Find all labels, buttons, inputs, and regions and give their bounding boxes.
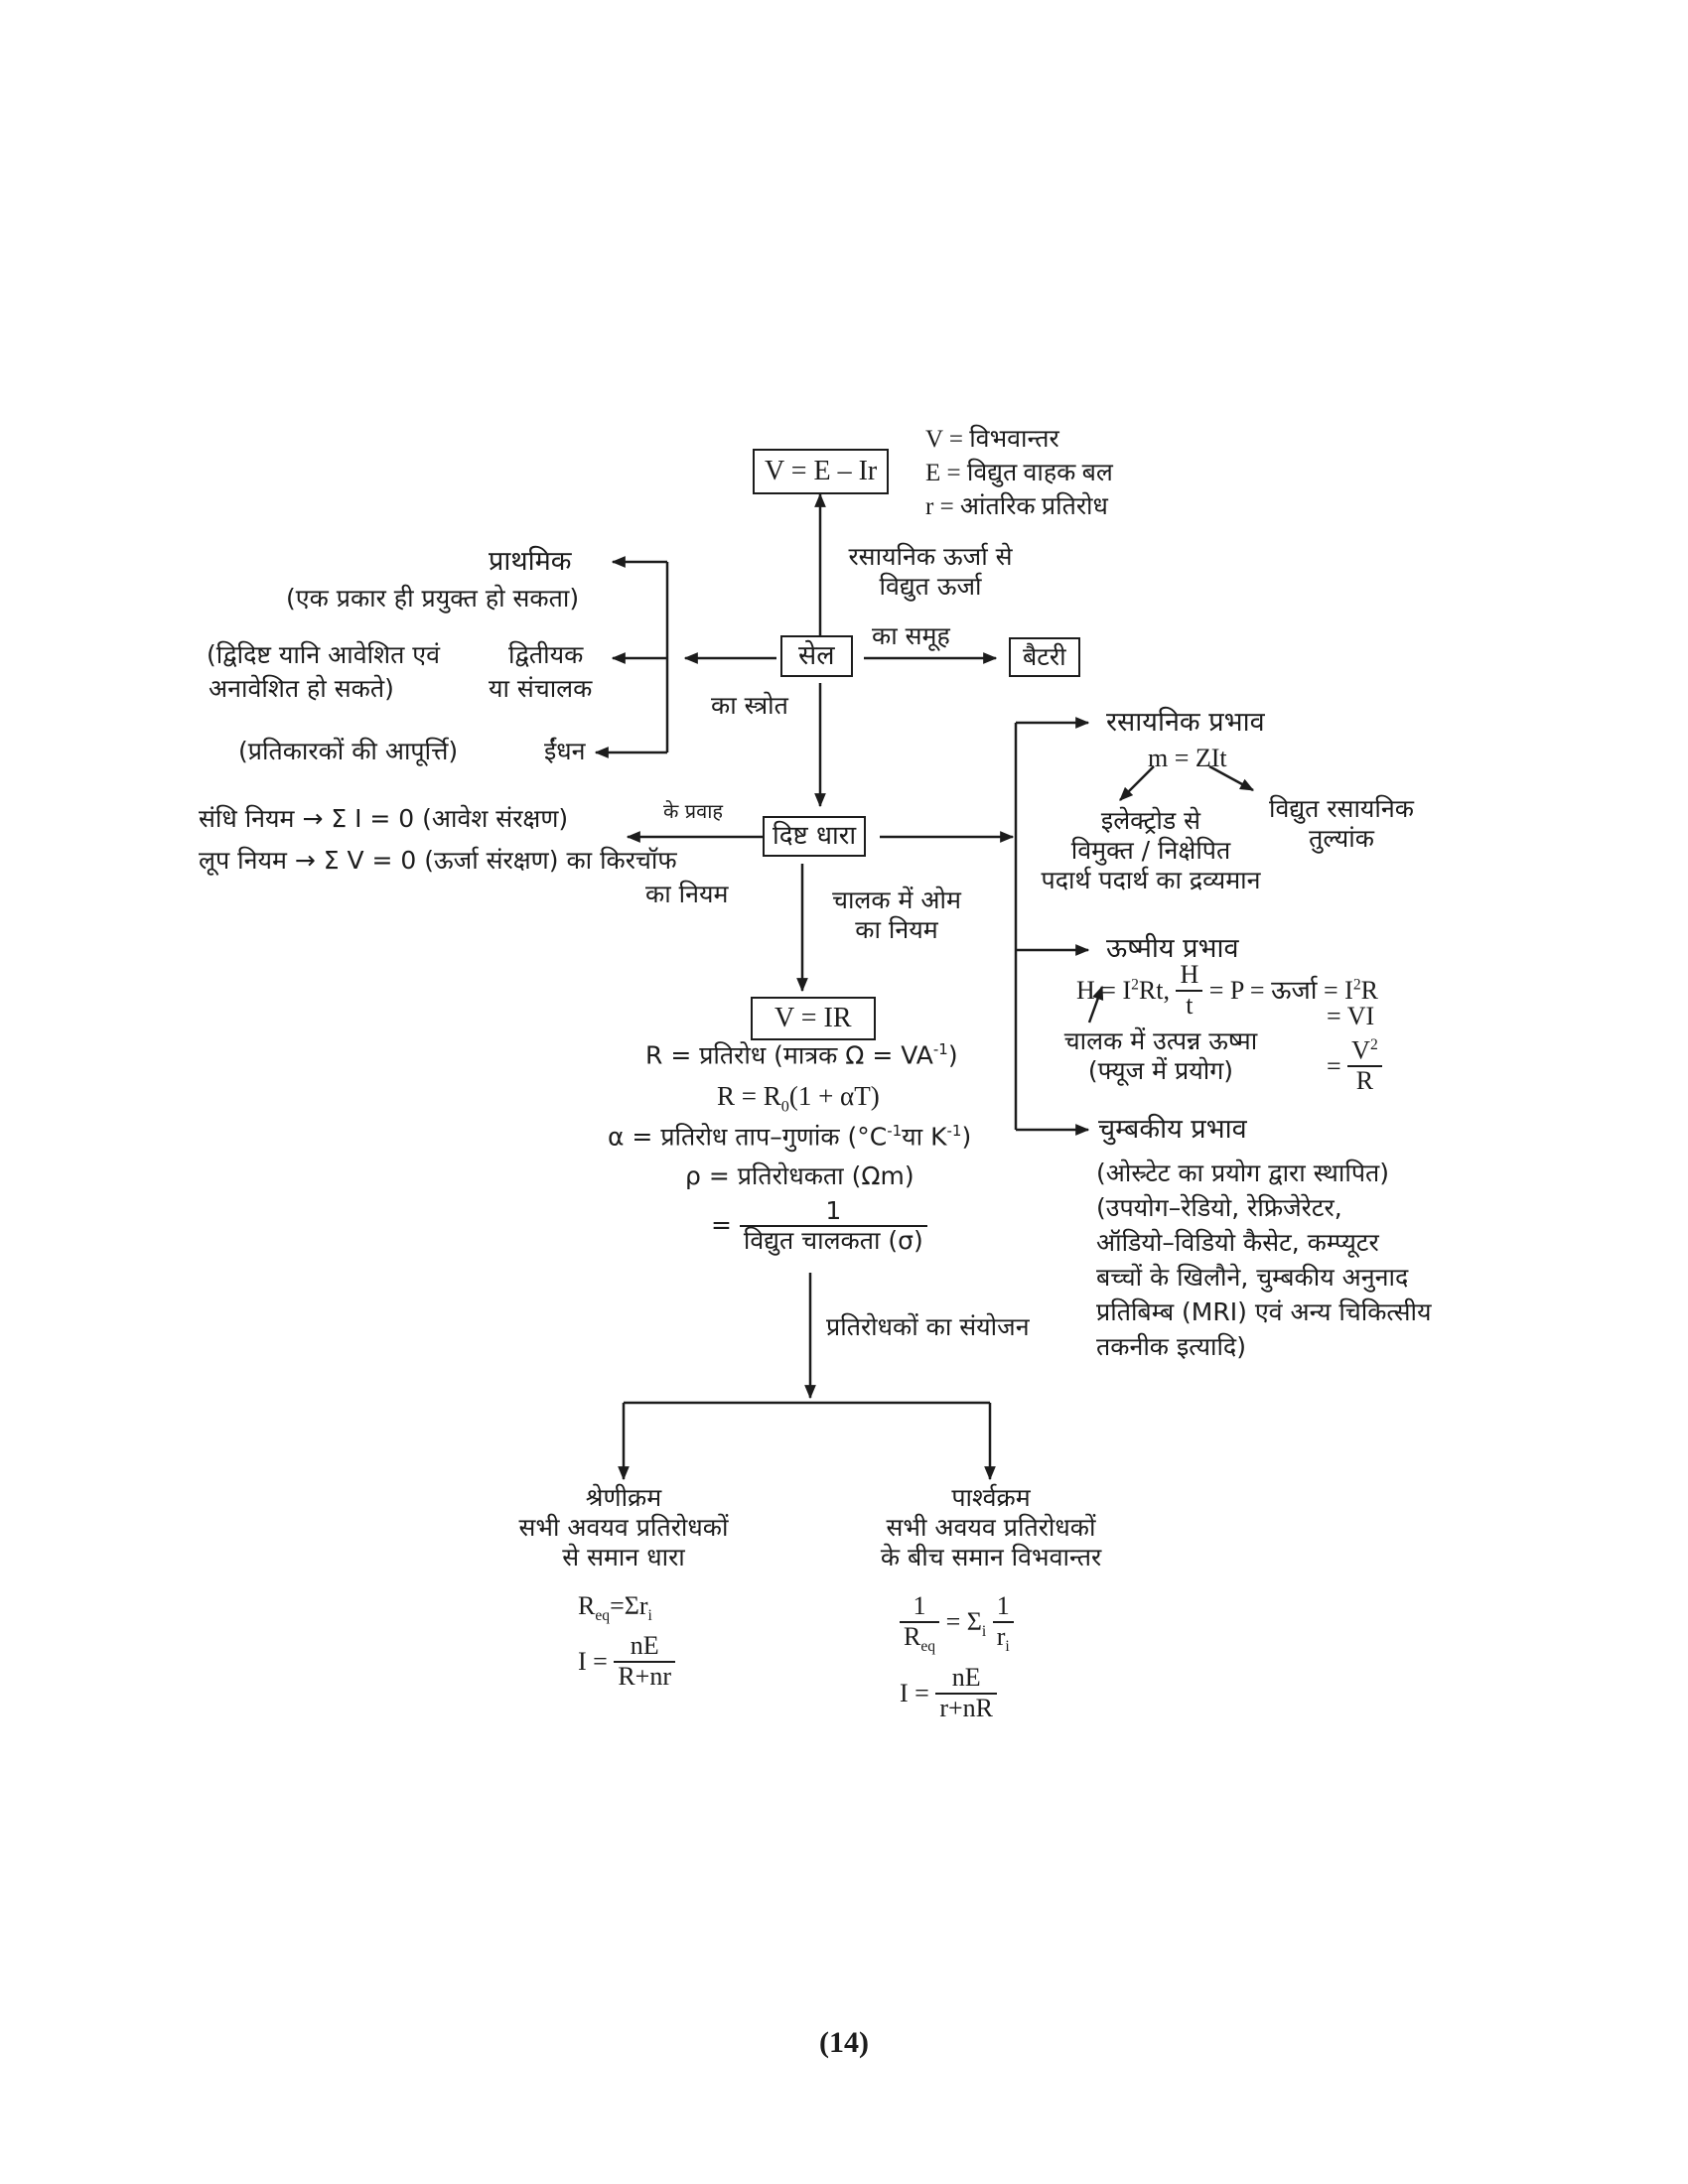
emf-formula-box: V = E – Ir: [753, 449, 890, 494]
resistance-definition: R = प्रतिरोध (मात्रक Ω = VA-1): [645, 1040, 958, 1070]
series-title: श्रेणीक्रम: [585, 1483, 662, 1512]
resistance-temperature-formula: R = R0(1 + αT): [717, 1081, 880, 1116]
secondary-cell-label-1: द्वितीयक: [508, 640, 584, 669]
primary-cell-note: (एक प्रकार ही प्रयुक्त हो सकता): [286, 584, 580, 613]
ohm-edge-label: चालक में ओम का नियम: [832, 886, 961, 944]
parallel-block: पार्श्वक्रम सभी अवयव प्रतिरोधकों के बीच …: [832, 1483, 1150, 1572]
emf-formula: V = E – Ir: [765, 456, 878, 486]
heat-effect-note: चालक में उत्पन्न ऊष्मा (फ्यूज में प्रयोग…: [1063, 1026, 1258, 1085]
cell-down-edge-label: का स्त्रोत: [711, 691, 788, 720]
dc-flow-label: के प्रवाह: [663, 799, 724, 823]
series-block: श्रेणीक्रम सभी अवयव प्रतिरोधकों से समान …: [485, 1483, 763, 1572]
alpha-definition: α = प्रतिरोध ताप–गुणांक (°C-1या K-1): [608, 1122, 972, 1152]
parallel-title: पार्श्वक्रम: [951, 1483, 1031, 1512]
dc-label: दिष्ट धारा: [773, 821, 857, 851]
chemical-mass-desc: इलेक्ट्रोड से विमुक्त / निक्षेपित पदार्थ…: [1041, 806, 1261, 894]
fuel-cell-label: ईंधन: [544, 737, 586, 765]
emf-def-r: r = आंतरिक प्रतिरोध: [925, 493, 1108, 520]
resistivity-definition: ρ = प्रतिरोधकता (Ωm): [685, 1161, 914, 1190]
series-desc-2: से समान धारा: [562, 1543, 685, 1571]
dc-box: दिष्ट धारा: [763, 816, 867, 858]
fuel-cell-note: (प्रतिकारकों की आपूर्त्ति): [238, 737, 459, 765]
magnetic-effect-desc: (ओस्र्टेट का प्रयोग द्वारा स्थापित) (उपय…: [1096, 1159, 1432, 1361]
cell-label: सेल: [798, 640, 835, 671]
parallel-equivalent-resistance: 1 Req = Σi 1 ri: [900, 1591, 1014, 1655]
cell-up-edge-label: रसायनिक ऊर्जा से विद्युत ऊर्जा: [848, 542, 1013, 601]
parallel-desc-1: सभी अवयव प्रतिरोधकों: [886, 1513, 1096, 1542]
parallel-desc-2: के बीच समान विभवान्तर: [880, 1543, 1102, 1571]
resistivity-fraction: = 1 विद्युत चालकता (σ): [711, 1197, 927, 1254]
combination-label: प्रतिरोधकों का संयोजन: [826, 1312, 1030, 1341]
chemical-equivalent-desc: विद्युत रसायनिक तुल्यांक: [1269, 794, 1414, 853]
secondary-cell-note-1: (द्विदिष्ट यानि आवेशित एवं: [207, 640, 441, 669]
parallel-current-formula: I = nE r+nR: [900, 1663, 997, 1722]
series-current-formula: I = nE R+nr: [578, 1631, 675, 1691]
battery-box: बैटरी: [1009, 637, 1080, 677]
heat-effect-vi: = VI: [1327, 1002, 1375, 1030]
page-number: (14): [819, 2026, 869, 2059]
heat-effect-label: ऊष्मीय प्रभाव: [1106, 933, 1239, 964]
magnetic-effect-label: चुम्बकीय प्रभाव: [1098, 1114, 1247, 1145]
secondary-cell-note-2: अनावेशित हो सकते): [209, 674, 394, 703]
series-desc-1: सभी अवयव प्रतिरोधकों: [518, 1513, 729, 1542]
chemical-effect-formula: m = ZIt: [1148, 744, 1227, 772]
arrow-to-mass: [1119, 765, 1155, 801]
arrow-to-equiv: [1208, 764, 1255, 792]
emf-def-e: E = विद्युत वाहक बल: [925, 460, 1113, 486]
series-equivalent-resistance: Req=Σri: [578, 1591, 652, 1625]
arrow-heat-note: [1087, 985, 1104, 1024]
emf-def-v: V = विभवान्तर: [925, 426, 1059, 453]
kirchhoff-loop-rule: लूप नियम → Σ V = 0 (ऊर्जा संरक्षण) का कि…: [199, 846, 677, 875]
ohm-formula: V = IR: [774, 1003, 852, 1033]
cell-box: सेल: [780, 635, 853, 678]
heat-effect-formula: H = I2Rt, H t = P = ऊर्जा = I2R: [1076, 960, 1378, 1020]
kirchhoff-junction-rule: संधि नियम → Σ I = 0 (आवेश संरक्षण): [199, 804, 569, 833]
cell-right-edge-label: का समूह: [872, 621, 950, 650]
secondary-cell-label-2: या संचालक: [489, 674, 593, 703]
ohm-formula-box: V = IR: [751, 997, 876, 1040]
chemical-effect-label: रसायनिक प्रभाव: [1106, 707, 1265, 738]
kirchhoff-label: का नियम: [645, 880, 729, 908]
heat-effect-v2r: = V2 R: [1327, 1036, 1382, 1096]
battery-label: बैटरी: [1023, 642, 1066, 671]
primary-cell-label: प्राथमिक: [489, 546, 572, 577]
